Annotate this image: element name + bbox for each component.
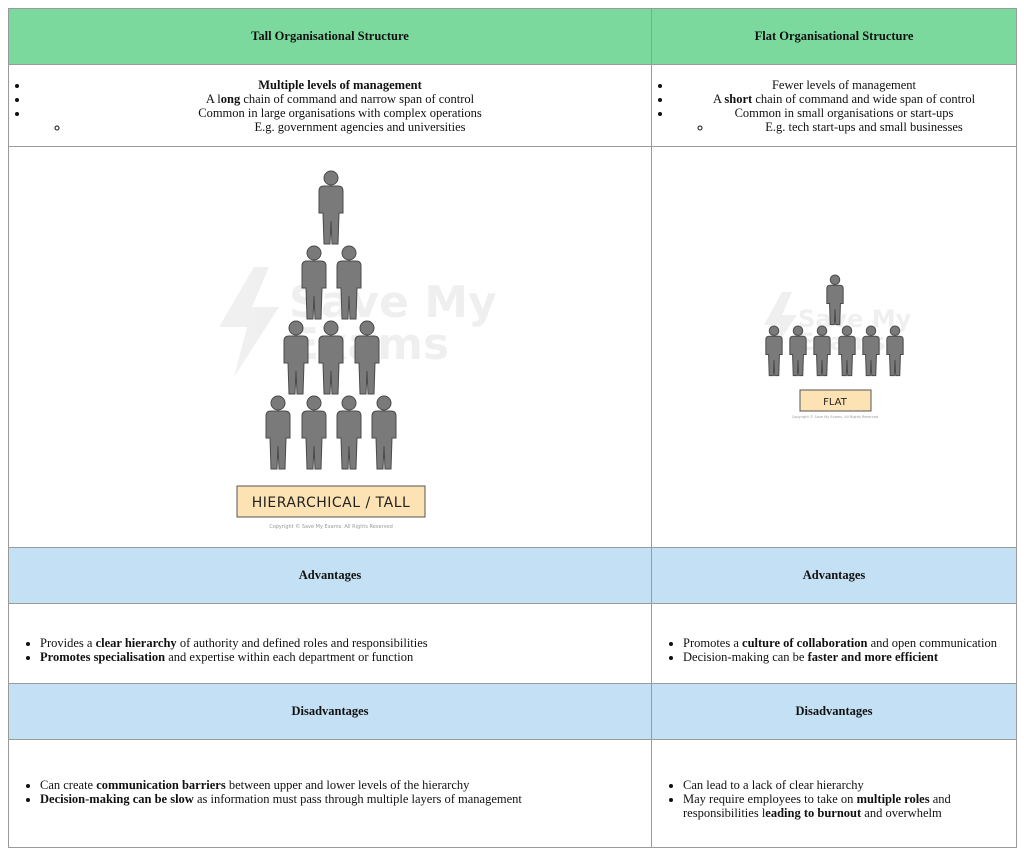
list-item: Fewer levels of management <box>672 78 1016 92</box>
copyright-text: Copyright © Save My Exams. All Rights Re… <box>792 415 879 419</box>
list-item: Provides a clear hierarchy of authority … <box>40 636 651 650</box>
diagram-label-box <box>799 389 872 412</box>
person-icon <box>886 325 904 377</box>
flat-diagram-cell: Save My Exams FLAT Copyright © Save My E… <box>651 146 1017 548</box>
flat-advantages-heading: Advantages <box>651 547 1017 604</box>
list-item: E.g. government agencies and universitie… <box>69 120 651 134</box>
tall-disadvantages-heading: Disadvantages <box>8 683 652 740</box>
flat-title: Flat Organisational Structure <box>651 8 1017 65</box>
list-item: E.g. tech start-ups and small businesses <box>712 120 1016 134</box>
flat-diagram: Save My Exams FLAT Copyright © Save My E… <box>764 274 912 419</box>
person-icon <box>301 395 327 470</box>
list-item: Can create communication barriers betwee… <box>40 778 651 792</box>
list-item: Promotes specialisation and expertise wi… <box>40 650 651 664</box>
list-item: Common in large organisations with compl… <box>29 106 651 134</box>
list-item: A short chain of command and wide span o… <box>672 92 1016 106</box>
flat-advantages: Promotes a culture of collaboration and … <box>651 603 1017 684</box>
tall-diagram: Save My Exams HIERARCHICAL / TALL Copyri… <box>219 170 497 530</box>
diagram-label-box <box>236 485 426 518</box>
person-icon <box>862 325 880 377</box>
tall-summary: Multiple levels of management A long cha… <box>8 64 652 147</box>
tall-advantages: Provides a clear hierarchy of authority … <box>8 603 652 684</box>
list-item: Multiple levels of management <box>29 78 651 92</box>
list-item: Decision-making can be faster and more e… <box>683 650 1016 664</box>
person-icon <box>301 245 327 320</box>
list-item: A long chain of command and narrow span … <box>29 92 651 106</box>
person-icon <box>371 395 397 470</box>
person-icon <box>336 395 362 470</box>
list-item: Can lead to a lack of clear hierarchy <box>683 778 1016 792</box>
tall-diagram-cell: Save My Exams HIERARCHICAL / TALL Copyri… <box>8 146 652 548</box>
person-icon <box>813 325 831 377</box>
list-item: May require employees to take on multipl… <box>683 792 1016 820</box>
diagram-label: FLAT <box>823 397 848 408</box>
person-icon <box>283 320 309 395</box>
tall-advantages-heading: Advantages <box>8 547 652 604</box>
person-icon <box>265 395 291 470</box>
person-icon <box>826 274 844 326</box>
copyright-text: Copyright © Save My Exams. All Rights Re… <box>269 523 393 530</box>
diagram-label: HIERARCHICAL / TALL <box>252 495 411 511</box>
flat-disadvantages: Can lead to a lack of clear hierarchy Ma… <box>651 739 1017 848</box>
person-icon <box>318 320 344 395</box>
person-icon <box>765 325 783 377</box>
person-icon <box>789 325 807 377</box>
person-icon <box>354 320 380 395</box>
org-structure-table: Tall Organisational Structure Flat Organ… <box>8 8 1017 848</box>
person-icon <box>336 245 362 320</box>
person-icon <box>838 325 856 377</box>
tall-title: Tall Organisational Structure <box>8 8 652 65</box>
person-icon <box>318 170 344 245</box>
list-item: Common in small organisations or start-u… <box>672 106 1016 134</box>
list-item: Decision-making can be slow as informati… <box>40 792 651 806</box>
list-item: Promotes a culture of collaboration and … <box>683 636 1016 650</box>
tall-disadvantages: Can create communication barriers betwee… <box>8 739 652 848</box>
flat-disadvantages-heading: Disadvantages <box>651 683 1017 740</box>
flat-summary: Fewer levels of management A short chain… <box>651 64 1017 147</box>
